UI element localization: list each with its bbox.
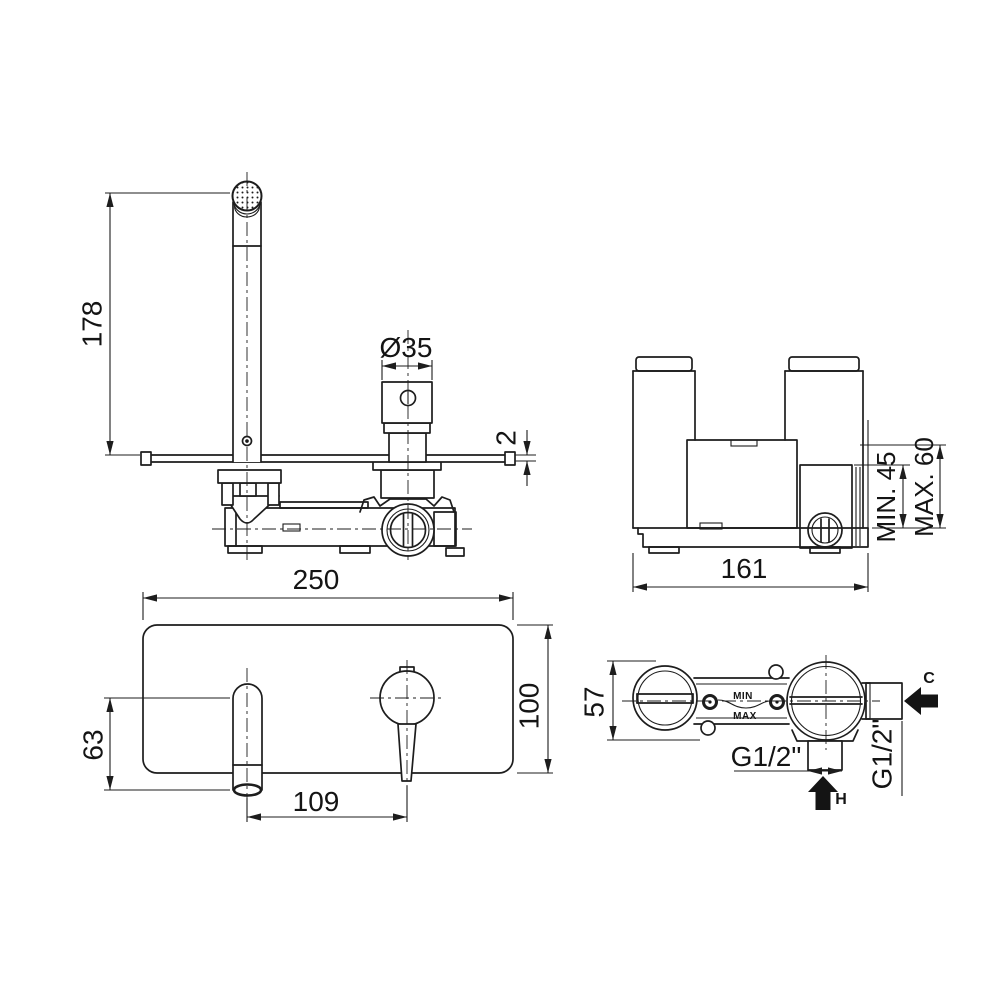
cold-letter: C — [923, 670, 935, 687]
dim-recess-depth: MIN. 45 MAX. 60 — [854, 437, 946, 543]
dim-178-label: 178 — [76, 301, 107, 348]
dim-hot-thread: G1/2" — [731, 741, 842, 775]
dim-plate-width: 250 — [142, 564, 514, 620]
hot-thread-label: G1/2" — [731, 741, 802, 772]
hot-letter: H — [835, 791, 847, 808]
dim-100-label: 100 — [513, 683, 544, 730]
front-view: 250 100 63 109 — [77, 564, 553, 822]
dim-plate-height: 100 — [513, 624, 553, 774]
side-middle-box — [686, 439, 798, 530]
front-plate — [142, 624, 514, 774]
body-cartridge-port — [786, 661, 903, 771]
dim-max60-label: MAX. 60 — [909, 437, 939, 537]
dim-spout-drop: 63 — [77, 697, 230, 791]
plan-view: 178 Ø35 2 — [76, 172, 536, 560]
dim-spout-to-handle: 109 — [246, 786, 408, 822]
side-base-plate — [632, 527, 869, 554]
plan-spout-union — [217, 469, 282, 524]
installation-side-view: 161 MIN. 45 MAX. 60 — [632, 356, 946, 592]
dim-spout-projection: 178 — [76, 192, 230, 456]
body-spout-port — [632, 665, 698, 731]
dim-d35-label: Ø35 — [380, 332, 433, 363]
dim-109-label: 109 — [293, 786, 340, 817]
dim-plate-thickness: 2 — [490, 430, 536, 486]
dim-2-label: 2 — [490, 430, 521, 446]
cold-inlet-arrow-icon: C — [904, 670, 938, 715]
dim-min45-label: MIN. 45 — [871, 451, 901, 542]
dim-handle-diameter: Ø35 — [380, 332, 433, 380]
dim-57-label: 57 — [578, 686, 609, 717]
dim-body-depth: 57 — [578, 660, 700, 741]
rough-in-body-view: MIN MAX — [578, 655, 938, 810]
dim-250-label: 250 — [293, 564, 340, 595]
plan-wall-plate — [140, 451, 516, 466]
cold-thread-label: G1/2" — [866, 719, 897, 790]
front-spout — [232, 683, 263, 797]
side-valve-block — [799, 464, 861, 549]
hot-inlet-port — [807, 740, 843, 771]
dim-cold-thread: G1/2" — [866, 719, 903, 796]
min-mark-label: MIN — [733, 691, 753, 702]
cold-inlet-port — [865, 682, 903, 720]
dim-body-width: 161 — [632, 553, 869, 592]
plan-body — [224, 501, 465, 557]
spout-outlet — [232, 783, 263, 797]
hot-inlet-arrow-icon: H — [808, 776, 847, 810]
body-bridge: MIN MAX — [693, 664, 790, 736]
max-mark-label: MAX — [733, 711, 757, 722]
side-right-cylinder — [784, 356, 869, 529]
plan-handle — [381, 381, 433, 463]
dim-63-label: 63 — [77, 729, 108, 760]
side-left-cylinder — [632, 356, 696, 529]
dim-161-label: 161 — [721, 553, 768, 584]
